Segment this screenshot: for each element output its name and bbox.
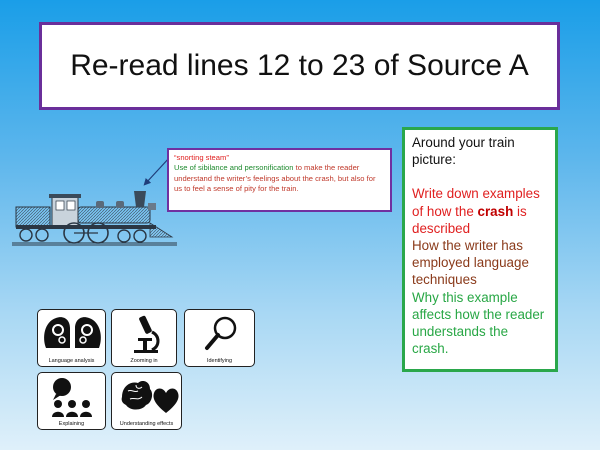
- skill-label: Understanding effects: [119, 421, 174, 427]
- brain-heart-icon: [121, 381, 179, 413]
- skill-label: Identifying: [206, 358, 233, 364]
- speaker-audience-icon: [52, 378, 92, 417]
- task-box: Around your train picture: Write down ex…: [402, 127, 558, 372]
- skill-label: Explaining: [58, 421, 85, 427]
- task-step-1: Write down examples of how the crash is …: [412, 185, 548, 237]
- task-step-3: Why this example affects how the reader …: [412, 289, 545, 357]
- magnifying-glass-icon: [205, 316, 237, 350]
- task-step-1-post: is described: [412, 203, 527, 236]
- skill-tile-identifying: Identifying: [184, 309, 255, 367]
- slide-title: Re-read lines 12 to 23 of Source A: [70, 49, 529, 82]
- skill-label: Zooming in: [130, 358, 158, 364]
- annotation-explanation: to make the reader understand the writer…: [174, 163, 376, 193]
- two-heads-gears-icon: [44, 317, 101, 348]
- task-intro: Around your train picture:: [412, 135, 515, 168]
- annotation-box: “snorting steam” Use of sibilance and pe…: [167, 148, 392, 212]
- task-step-1-bold: crash: [477, 203, 514, 219]
- steam-train-image: [12, 191, 177, 246]
- task-step-2: How the writer has employed language tec…: [412, 238, 529, 288]
- annotation-quote: “snorting steam”: [174, 153, 229, 162]
- skill-tile-understanding-effects: Understanding effects: [111, 372, 182, 430]
- task-step-1-pre: Write down examples of how the: [412, 186, 540, 219]
- annotation-technique: Use of sibilance and personification: [174, 163, 296, 173]
- annotation-arrow: [143, 156, 171, 186]
- skill-tile-zooming-in: Zooming in: [111, 309, 177, 367]
- skill-tile-language-analysis: Language analysis: [37, 309, 106, 367]
- skill-tile-explaining: Explaining: [37, 372, 106, 430]
- microscope-icon: [134, 315, 160, 353]
- skill-label: Language analysis: [48, 358, 95, 364]
- slide-title-box: Re-read lines 12 to 23 of Source A: [39, 22, 560, 110]
